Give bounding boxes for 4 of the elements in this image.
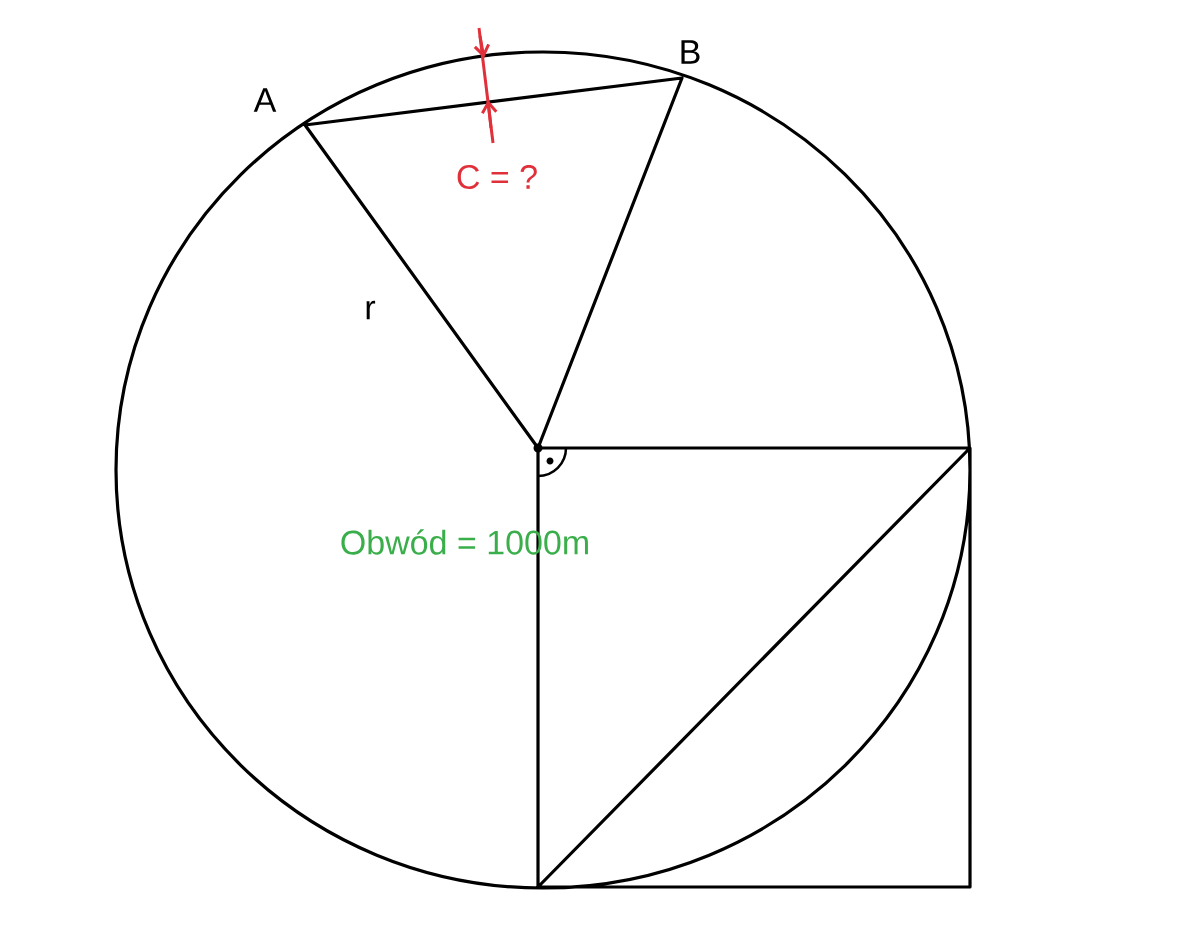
radius-label: r [366, 300, 376, 320]
point-label: A [253, 88, 277, 112]
point-label: B [681, 40, 700, 64]
unknown-label: C = ? [457, 164, 537, 190]
